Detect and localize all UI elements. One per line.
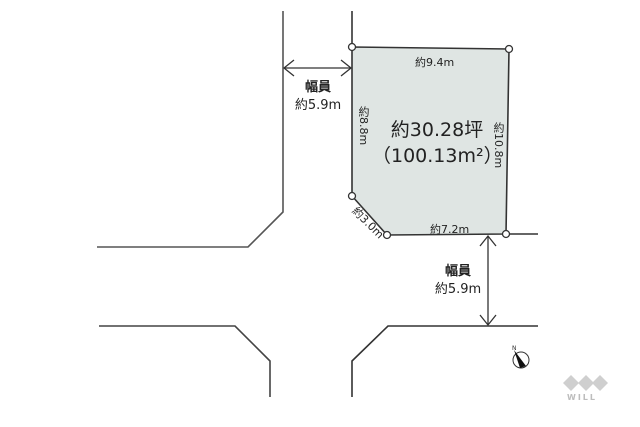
road-boundary-southwest bbox=[99, 325, 271, 397]
will-logo-icon bbox=[563, 375, 608, 391]
road-width-title: 幅員 bbox=[304, 80, 331, 95]
logo-text: WILL bbox=[567, 393, 597, 402]
edge-label-right: 約10.8m bbox=[492, 122, 505, 169]
road-boundary-west bbox=[97, 11, 284, 248]
svg-text:N: N bbox=[512, 345, 517, 352]
edge-label-left: 約8.8m bbox=[357, 106, 370, 146]
land-plot bbox=[351, 46, 510, 236]
edge-label-bottom: 約7.2m bbox=[430, 223, 470, 236]
will-logo: WILL bbox=[557, 393, 607, 402]
road-width-value: 約5.9m bbox=[434, 282, 482, 297]
north-compass-icon: N bbox=[512, 345, 530, 369]
road-width-title: 幅員 bbox=[444, 264, 471, 279]
road-width-label-west: 幅員 約5.9m bbox=[285, 79, 351, 115]
plot-area-label: 約30.28坪 （100.13m²） bbox=[372, 117, 503, 169]
edge-label-top: 約9.4m bbox=[415, 56, 455, 69]
plot-area-sqm: （100.13m²） bbox=[372, 145, 503, 167]
road-width-label-south: 幅員 約5.9m bbox=[425, 263, 491, 299]
road-width-value: 約5.9m bbox=[294, 98, 342, 113]
width-arrow-west bbox=[282, 59, 353, 77]
plot-area-tsubo: 約30.28坪 bbox=[390, 119, 484, 141]
width-arrow-south bbox=[479, 234, 497, 327]
road-boundary-southeast bbox=[351, 325, 538, 397]
vertex-markers bbox=[347, 42, 514, 240]
